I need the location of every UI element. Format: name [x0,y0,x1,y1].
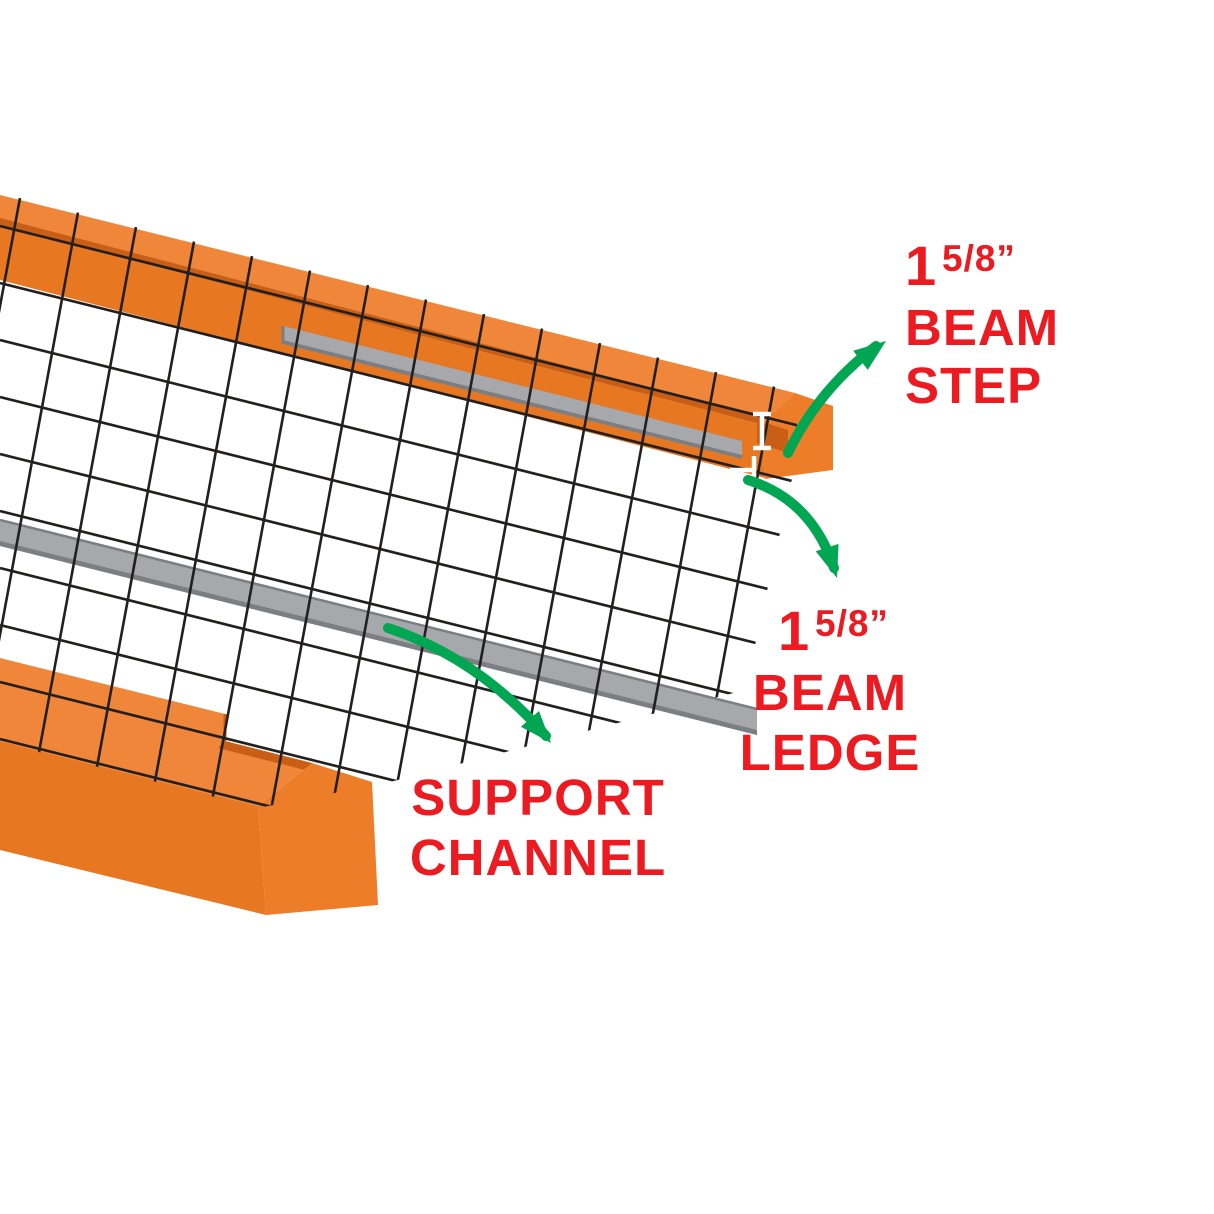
beam-step-fraction: 5/8” [942,238,1016,279]
labels: 1 5/8” BEAM STEP 1 5/8” BEAM LEDGE SUPPO… [410,234,1059,886]
support-channel-lower-body [0,520,757,735]
beam-step-word2: STEP [905,357,1042,414]
support-channel-arrowhead [520,710,551,743]
top-beam-step-notch [757,420,788,453]
support-channel-upper-body [283,326,742,459]
support-channel-word1: SUPPORT [411,769,665,826]
support-channel-upper-shadow [283,340,742,459]
beam-ledge-label: 1 5/8” BEAM LEDGE [740,599,921,781]
beam-step-dimension-mark [753,411,771,451]
front-beam-front-face [0,741,266,915]
front-beam-top-face [0,658,312,806]
beam-ledge-word1: BEAM [753,664,907,721]
beam-ledge-number: 1 [778,599,810,662]
beam-ledge-fraction: 5/8” [815,603,889,644]
front-beam-end-face [258,763,378,915]
beam-step-arrowhead [853,341,886,370]
callout-arrows [383,341,886,743]
beam-step-number: 1 [905,234,937,297]
arrow-heads [520,341,886,743]
support-channel-upper [281,326,742,459]
beam-ledge-arrowhead [815,543,839,578]
front-beam-groove-shadow [218,741,312,770]
beam-ledge-word2: LEDGE [740,724,921,781]
support-channel-label: SUPPORT CHANNEL [410,769,666,886]
support-channel-lower-top-edge [0,518,758,711]
support-channel-word2: CHANNEL [410,829,666,886]
front-beam [0,658,378,915]
support-channel-arrow [383,623,551,741]
beam-step-label: 1 5/8” BEAM STEP [905,234,1059,414]
beam-step-word1: BEAM [905,299,1059,356]
